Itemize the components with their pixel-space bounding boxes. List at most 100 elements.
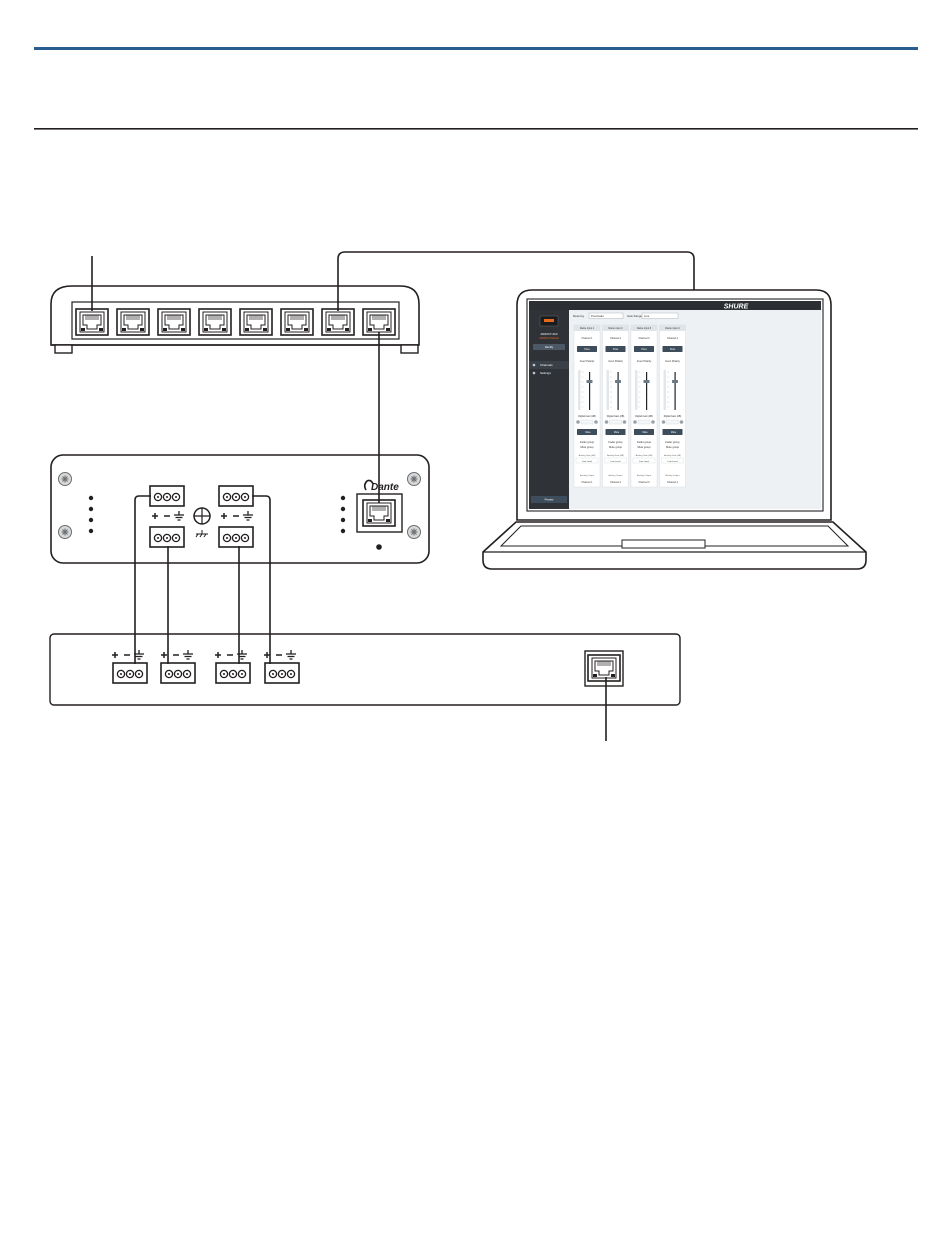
switch-port-1[interactable] — [75, 308, 109, 336]
switch-port-2[interactable] — [116, 308, 150, 336]
laptop-keyboard-area — [499, 525, 850, 547]
cable-switch-to-laptop — [337, 251, 695, 311]
mute-label: Mute — [671, 431, 677, 434]
channel-button[interactable] — [634, 346, 654, 352]
shure-designer-app: SHURE ANI4OUT-XLR ANI4OUT-XLR-ab Identif… — [529, 301, 821, 509]
analog-output-channel: Channel 3 — [639, 481, 651, 484]
fader-handle[interactable] — [615, 380, 621, 383]
analog-output-label: Analog Output — [637, 474, 651, 477]
gain-range-select[interactable] — [641, 312, 679, 319]
device-terminal-out-2[interactable] — [149, 526, 185, 548]
fader-track — [617, 372, 619, 410]
gain-down-button[interactable] — [576, 420, 580, 424]
nav-item-channels[interactable] — [529, 361, 569, 369]
channel-input-label: Dante input 2 — [608, 327, 623, 330]
svg-text:Post-fader: Post-fader — [591, 314, 604, 318]
channel-name-label: Channel 4 — [667, 337, 679, 340]
digital-gain-label: Digital Gain (dB) — [664, 415, 682, 418]
presets-button[interactable] — [531, 496, 567, 503]
receiver-terminal-in-4[interactable] — [264, 662, 300, 684]
channel-name-label: Channel 1 — [582, 337, 594, 340]
analog-output-channel: Channel 4 — [667, 481, 679, 484]
channel-button[interactable] — [577, 346, 597, 352]
reset-button[interactable] — [376, 544, 382, 550]
analog-gain-select[interactable] — [661, 457, 684, 464]
analog-gain-select[interactable] — [604, 457, 627, 464]
cable-out3 — [252, 495, 271, 664]
dante-network-port[interactable] — [362, 499, 396, 527]
gain-value-field[interactable] — [609, 419, 622, 425]
gain-value-field[interactable] — [637, 419, 651, 425]
strip-header — [659, 325, 686, 331]
device-terminal-out-4[interactable] — [218, 526, 254, 548]
mute-button[interactable] — [577, 429, 597, 435]
switch-port-3[interactable] — [157, 308, 191, 336]
screw-icon — [406, 524, 422, 540]
analog-gain-select[interactable] — [575, 457, 599, 464]
analog-gain-label: Analog Gain (dB) — [607, 454, 624, 457]
switch-foot-right — [400, 344, 419, 354]
receiver-terminal-in-3[interactable] — [215, 662, 251, 684]
cable-out1 — [134, 495, 151, 664]
gain-up-button[interactable] — [622, 420, 627, 424]
analog-gain-select[interactable] — [632, 457, 656, 464]
fader-handle[interactable] — [672, 380, 678, 383]
fader-handle[interactable] — [586, 380, 593, 383]
mute-button[interactable] — [634, 429, 654, 435]
switch-port-8[interactable] — [362, 308, 396, 336]
switch-port-5[interactable] — [239, 308, 273, 336]
level-meter — [635, 370, 638, 410]
analog-output-label: Analog Output — [666, 474, 680, 477]
switch-port-6[interactable] — [280, 308, 314, 336]
gain-value-field[interactable] — [580, 419, 594, 425]
gain-value-field[interactable] — [666, 419, 679, 425]
fader-track — [589, 372, 591, 410]
svg-text:Metering: Metering — [573, 314, 584, 318]
device-model: ANI4OUT-XLR — [540, 332, 557, 336]
invert-polarity-label: Invert Polarity — [580, 360, 595, 363]
strip-header — [574, 325, 600, 331]
gain-down-button[interactable] — [604, 420, 609, 424]
identify-button[interactable] — [533, 344, 565, 350]
mute-button[interactable] — [605, 429, 626, 435]
status-leds-right — [340, 495, 346, 534]
app-brand: SHURE — [724, 304, 749, 311]
gain-down-button[interactable] — [661, 420, 666, 424]
nav-item-settings[interactable]: Settings — [540, 371, 551, 375]
gain-up-button[interactable] — [594, 420, 598, 424]
header-rule — [34, 47, 918, 50]
gain-up-button[interactable] — [651, 420, 655, 424]
metering-select[interactable] — [588, 312, 624, 319]
analog-gain-label: Analog Gain (dB) — [636, 454, 653, 457]
channel-button[interactable] — [605, 346, 626, 352]
settings-icon — [532, 371, 536, 375]
strip-header — [631, 325, 657, 331]
gain-down-button[interactable] — [633, 420, 637, 424]
level-meter — [606, 370, 609, 410]
laptop-trackpad — [621, 539, 706, 549]
receiver-network-port[interactable] — [587, 654, 621, 682]
invert-polarity-label: Invert Polarity — [608, 360, 623, 363]
fader-handle[interactable] — [643, 380, 650, 383]
channel-button[interactable] — [662, 346, 683, 352]
switch-port-7[interactable] — [321, 308, 355, 336]
section-rule — [34, 128, 918, 130]
status-leds-left — [88, 495, 94, 534]
dante-logo-icon: Dante — [363, 479, 399, 493]
fader-group-label: Fader group — [665, 440, 680, 444]
device-terminal-out-3[interactable] — [218, 485, 254, 507]
gain-up-button[interactable] — [679, 420, 684, 424]
channel-input-label: Dante input 1 — [580, 327, 595, 330]
switch-port-4[interactable] — [198, 308, 232, 336]
mute-button[interactable] — [662, 429, 683, 435]
digital-gain-label: Digital Gain (dB) — [635, 415, 653, 418]
receiver-terminal-in-1[interactable] — [112, 662, 148, 684]
receiver-terminal-in-2[interactable] — [160, 662, 196, 684]
device-terminal-out-1[interactable] — [149, 485, 185, 507]
svg-text:Line: Line — [644, 314, 650, 318]
channel-button-label: Poss — [613, 348, 619, 351]
